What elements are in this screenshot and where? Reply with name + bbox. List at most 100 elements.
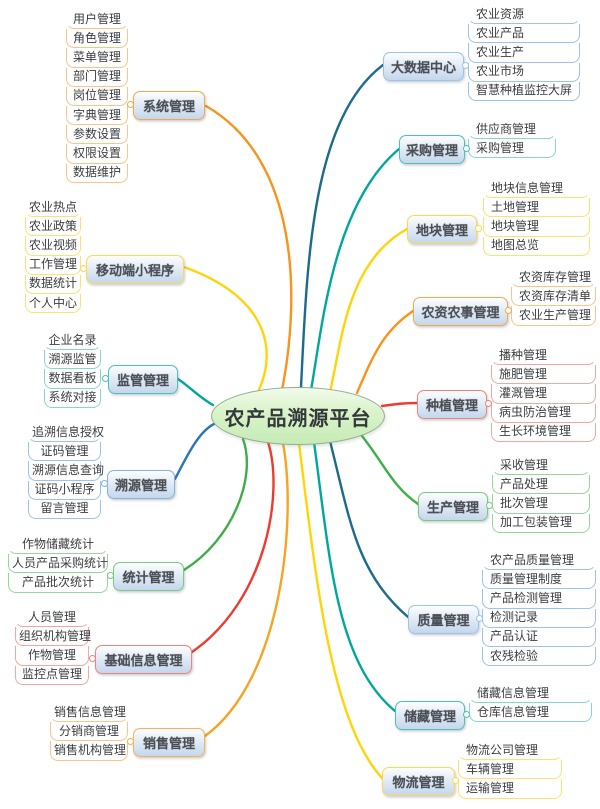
subtopic[interactable]: 数据维护	[66, 163, 128, 183]
subtopic[interactable]: 仓库信息管理	[469, 703, 592, 723]
subtopic[interactable]: 字典管理	[66, 105, 128, 126]
branch-topic-system[interactable]: 系统管理	[133, 91, 205, 120]
branch-topic-purchase[interactable]: 采购管理	[399, 135, 465, 164]
branch-topic-bigdata[interactable]: 大数据中心	[383, 52, 464, 81]
subtopic[interactable]: 地块管理	[483, 217, 590, 237]
collapse-marker-trace[interactable]	[100, 479, 108, 487]
branch-topic-plot[interactable]: 地块管理	[407, 215, 477, 244]
subtopic[interactable]: 地图总览	[483, 236, 590, 256]
branch-topic-mobile[interactable]: 移动端小程序	[86, 255, 184, 284]
branch-topic-quality[interactable]: 质量管理	[408, 605, 479, 634]
central-topic[interactable]: 农产品溯源平台	[211, 387, 385, 445]
subtopic[interactable]: 数据统计	[25, 274, 81, 294]
branch-topic-stats[interactable]: 统计管理	[113, 562, 184, 591]
subtopic[interactable]: 生长环境管理	[491, 422, 596, 442]
subtopic[interactable]: 土地管理	[483, 198, 590, 218]
subtopic[interactable]: 施肥管理	[491, 365, 596, 385]
subtopic[interactable]: 企业名录	[44, 331, 101, 351]
subtopic[interactable]: 农资库存清单	[511, 287, 596, 307]
subtopic[interactable]: 溯源信息查询	[28, 461, 104, 481]
collapse-marker-plant[interactable]	[484, 399, 492, 407]
subtopic[interactable]: 权限设置	[66, 144, 128, 164]
collapse-marker-plot[interactable]	[474, 224, 482, 232]
subtopic[interactable]: 灌溉管理	[491, 384, 596, 404]
subtopic[interactable]: 地块信息管理	[483, 179, 590, 199]
subtopic[interactable]: 菜单管理	[66, 48, 128, 68]
subtopic[interactable]: 批次管理	[492, 494, 590, 514]
subtopic[interactable]: 农业生产	[468, 43, 580, 63]
subtopic[interactable]: 留言管理	[28, 499, 101, 519]
branch-topic-basic[interactable]: 基础信息管理	[95, 645, 192, 674]
collapse-marker-sales[interactable]	[126, 737, 134, 745]
branch-topic-storage[interactable]: 储藏管理	[395, 701, 465, 730]
subtopic[interactable]: 农资库存管理	[511, 268, 596, 288]
collapse-marker-produce[interactable]	[485, 501, 493, 509]
branch-topic-produce[interactable]: 生产管理	[418, 492, 488, 521]
subtopic[interactable]: 检测记录	[482, 608, 596, 628]
collapse-marker-quality[interactable]	[475, 614, 483, 622]
subtopic[interactable]: 人员管理	[15, 608, 89, 628]
subtopic[interactable]: 人员产品采购统计	[8, 554, 108, 574]
subtopic[interactable]: 作物储藏统计	[8, 535, 108, 555]
subtopic[interactable]: 农业生产管理	[511, 306, 596, 326]
branch-topic-trace[interactable]: 溯源管理	[107, 470, 175, 499]
subtopic[interactable]: 岗位管理	[66, 86, 128, 106]
branch-topic-sales[interactable]: 销售管理	[133, 728, 205, 757]
subtopic[interactable]: 农业市场	[468, 62, 580, 82]
collapse-marker-supervision[interactable]	[101, 374, 109, 382]
subtopic[interactable]: 产品检测管理	[482, 589, 596, 609]
branch-topic-logistics[interactable]: 物流管理	[382, 767, 455, 796]
subtopic[interactable]: 加工包装管理	[492, 513, 590, 533]
collapse-marker-agri[interactable]	[504, 306, 512, 314]
subtopic[interactable]: 农残检验	[482, 646, 596, 667]
collapse-marker-purchase[interactable]	[462, 144, 470, 152]
subtopic[interactable]: 供应商管理	[468, 120, 556, 140]
subtopic[interactable]: 数据看板	[44, 369, 101, 389]
subtopic[interactable]: 农产品质量管理	[482, 551, 596, 571]
branch-topic-plant[interactable]: 种植管理	[417, 390, 487, 419]
subtopic[interactable]: 智慧种植监控大屏	[468, 81, 580, 101]
subtopic[interactable]: 溯源监管	[44, 350, 101, 370]
subtopic[interactable]: 运输管理	[458, 779, 562, 799]
subtopic[interactable]: 监控点管理	[15, 665, 89, 685]
branch-topic-supervision[interactable]: 监管管理	[108, 365, 178, 394]
subtopic[interactable]: 农业产品	[468, 24, 580, 44]
subtopic[interactable]: 质量管理制度	[482, 570, 596, 590]
subtopic[interactable]: 分销商管理	[50, 722, 128, 742]
subtopic[interactable]: 播种管理	[491, 346, 596, 366]
subtopic[interactable]: 储藏信息管理	[469, 684, 592, 704]
collapse-marker-stats[interactable]	[106, 571, 114, 579]
subtopic[interactable]: 物流公司管理	[458, 741, 562, 761]
subtopic[interactable]: 销售信息管理	[50, 703, 128, 723]
subtopic[interactable]: 病虫防治管理	[491, 403, 596, 423]
subtopic[interactable]: 产品批次统计	[8, 573, 108, 593]
subtopic[interactable]: 工作管理	[25, 255, 81, 275]
branch-topic-agri[interactable]: 农资农事管理	[413, 297, 508, 326]
subtopic[interactable]: 销售机构管理	[50, 741, 128, 761]
subtopic[interactable]: 采收管理	[492, 456, 590, 476]
subtopic[interactable]: 组织机构管理	[15, 627, 91, 647]
subtopic[interactable]: 证码管理	[28, 442, 101, 462]
subtopic[interactable]: 用户管理	[66, 10, 128, 30]
collapse-marker-system[interactable]	[126, 100, 134, 108]
subtopic[interactable]: 个人中心	[25, 293, 81, 314]
subtopic[interactable]: 农业视频	[25, 236, 81, 256]
subtopic[interactable]: 产品处理	[492, 475, 590, 495]
subtopic[interactable]: 作物管理	[15, 646, 89, 666]
subtopic[interactable]: 车辆管理	[458, 760, 562, 780]
collapse-marker-bigdata[interactable]	[461, 61, 469, 69]
collapse-marker-logistics[interactable]	[451, 776, 459, 784]
collapse-marker-basic[interactable]	[88, 654, 96, 662]
subtopic[interactable]: 证码小程序	[28, 480, 101, 500]
collapse-marker-mobile[interactable]	[79, 264, 87, 272]
subtopic[interactable]: 参数设置	[66, 125, 128, 145]
subtopic[interactable]: 采购管理	[468, 139, 556, 159]
subtopic[interactable]: 农业热点	[25, 198, 81, 218]
subtopic[interactable]: 产品认证	[482, 627, 596, 647]
collapse-marker-storage[interactable]	[462, 710, 470, 718]
subtopic[interactable]: 追溯信息授权	[28, 423, 104, 443]
subtopic[interactable]: 农业资源	[468, 5, 580, 25]
subtopic[interactable]: 部门管理	[66, 67, 128, 87]
subtopic[interactable]: 系统对接	[44, 388, 101, 408]
subtopic[interactable]: 农业政策	[25, 217, 81, 237]
